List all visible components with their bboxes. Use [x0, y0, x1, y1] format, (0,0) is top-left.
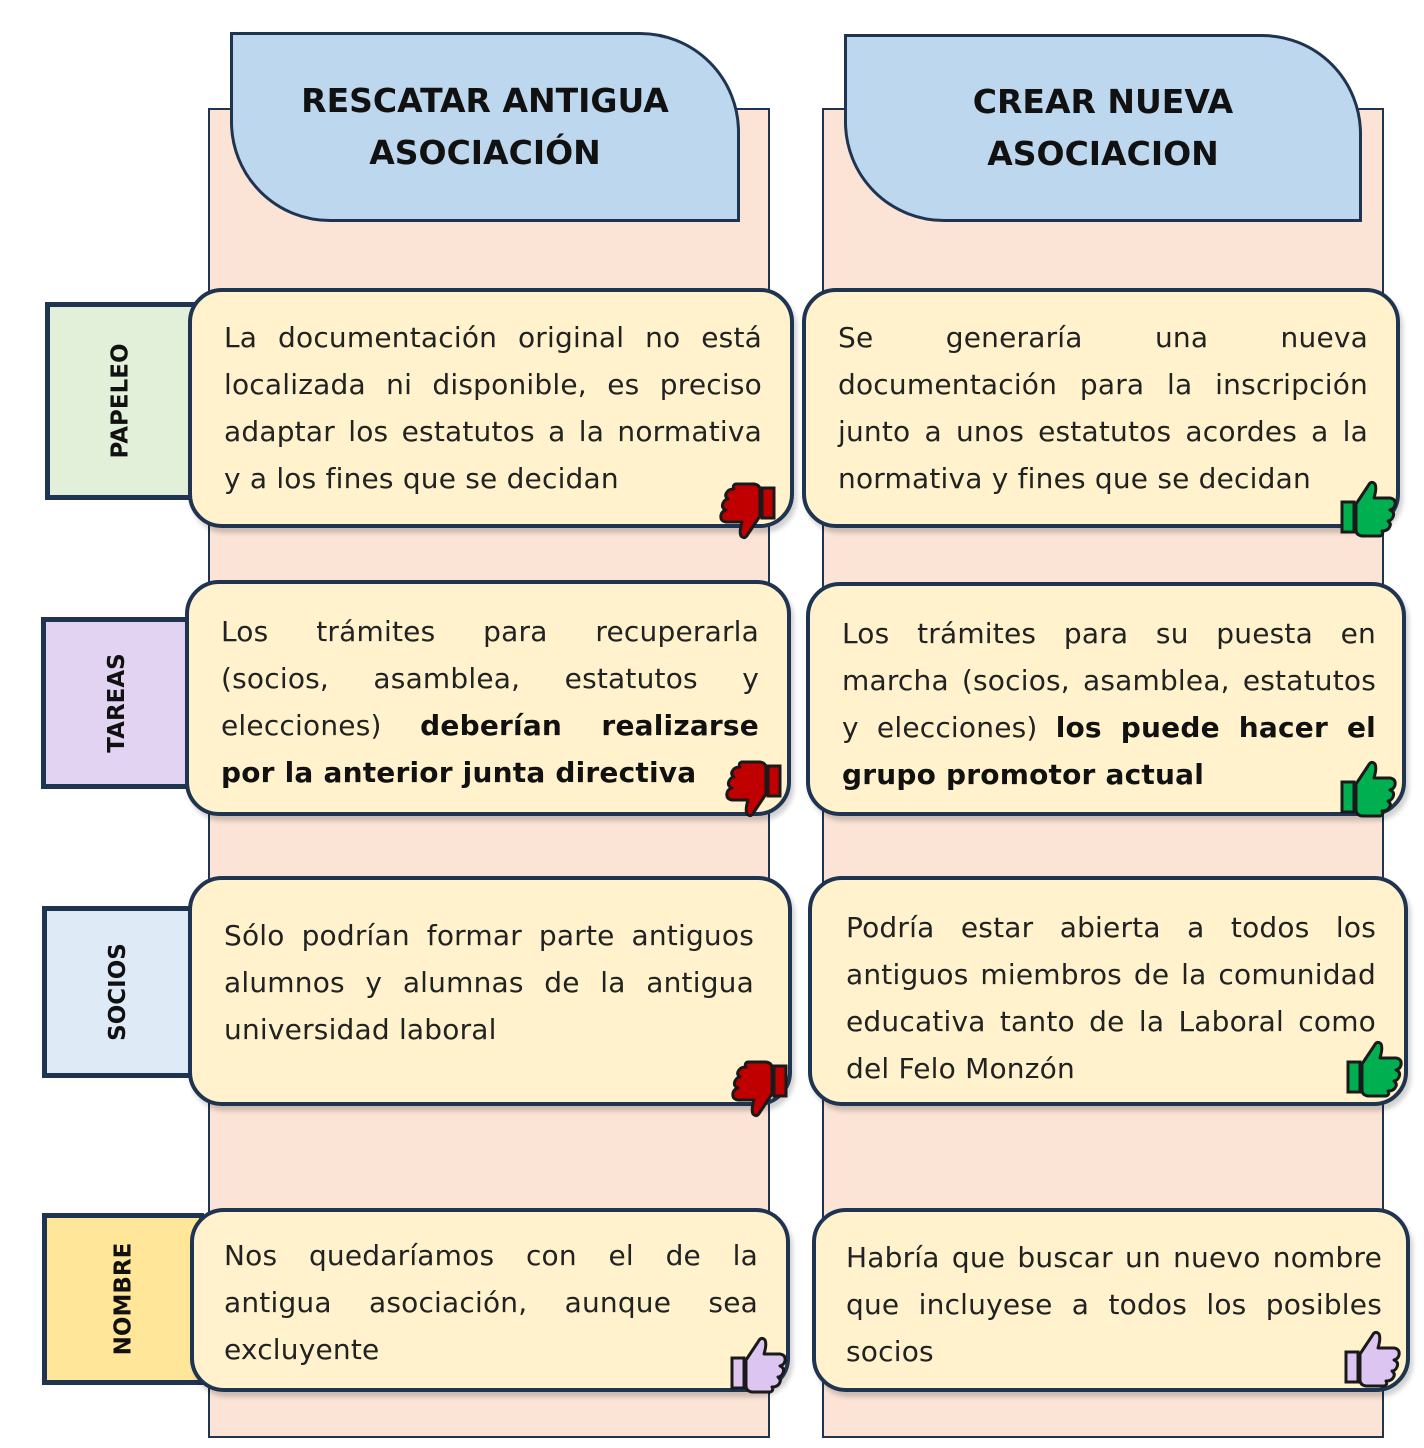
thumbs-down-icon	[725, 760, 782, 818]
row-tag-papeleo: PAPELEO	[45, 302, 197, 500]
card-nombre-crear: Habría que buscar un nuevo nombre que in…	[812, 1208, 1410, 1392]
thumbs-down-icon	[731, 1060, 788, 1118]
row-tag-nombre: NOMBRE	[42, 1213, 204, 1385]
thumbs-up-icon	[1340, 480, 1397, 538]
card-text: Nos quedaríamos con el de la antigua aso…	[224, 1239, 758, 1366]
thumbs-down-icon	[719, 482, 776, 540]
thumbs-up-neutral-icon	[730, 1336, 787, 1394]
card-text: Podría estar abierta a todos los antiguo…	[846, 911, 1376, 1085]
card-text-bold: los puede hacer el grupo promotor actual	[842, 711, 1376, 791]
row-tag-label: PAPELEO	[107, 343, 134, 459]
thumbs-up-icon	[1346, 1040, 1403, 1098]
thumbs-up-neutral-icon	[1344, 1330, 1401, 1388]
card-text: La documentación original no está locali…	[224, 321, 762, 495]
card-socios-crear: Podría estar abierta a todos los antiguo…	[808, 876, 1408, 1106]
card-nombre-rescatar: Nos quedaríamos con el de la antigua aso…	[190, 1208, 790, 1392]
card-text: Los trámites para su puesta en marcha (s…	[842, 610, 1376, 798]
card-text: Los trámites para recuperarla (socios, a…	[221, 608, 759, 796]
card-tareas-rescatar: Los trámites para recuperarla (socios, a…	[185, 580, 791, 816]
card-tareas-crear: Los trámites para su puesta en marcha (s…	[806, 582, 1406, 816]
row-tag-socios: SOCIOS	[42, 906, 194, 1078]
card-papeleo-rescatar: La documentación original no está locali…	[188, 288, 794, 528]
card-text-regular: Los trámites para recuperarla (socios, a…	[221, 615, 759, 742]
card-text: Habría que buscar un nuevo nombre que in…	[846, 1241, 1382, 1368]
row-tag-tareas: TAREAS	[41, 617, 193, 789]
card-text-bold: deberían realizarse por la anterior junt…	[221, 709, 759, 789]
card-papeleo-crear: Se generaría una nueva documentación par…	[802, 288, 1400, 528]
card-text: Se generaría una nueva documentación par…	[838, 321, 1368, 495]
card-text-regular: Los trámites para su puesta en marcha (s…	[842, 617, 1376, 744]
row-tag-label: SOCIOS	[104, 943, 131, 1041]
row-tag-label: TAREAS	[104, 653, 130, 753]
card-text: Sólo podrían formar parte antiguos alumn…	[224, 919, 754, 1046]
thumbs-up-icon	[1340, 760, 1397, 818]
card-socios-rescatar: Sólo podrían formar parte antiguos alumn…	[188, 876, 792, 1106]
row-tag-label: NOMBRE	[110, 1242, 136, 1356]
